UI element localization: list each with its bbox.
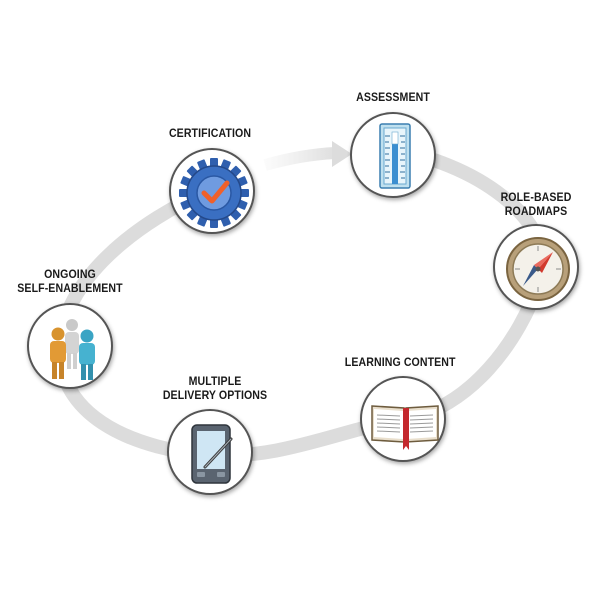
stage-label-line: ROLE-BASED — [500, 192, 572, 204]
open-book-icon — [371, 405, 439, 450]
tablet-stylus-icon — [191, 424, 233, 484]
stage-node-roadmaps — [493, 224, 579, 310]
stage-label-line: CERTIFICATION — [168, 128, 252, 140]
stage-node-assessment — [350, 112, 436, 198]
stage-node-delivery — [167, 409, 253, 495]
stage-label-learning: LEARNING CONTENT — [344, 356, 456, 370]
gear-checkmark-icon — [179, 158, 249, 228]
stage-label-line: ONGOING — [44, 269, 96, 281]
stage-label-enablement: ONGOING SELF-ENABLEMENT — [13, 268, 127, 296]
thermometer-icon — [379, 123, 411, 189]
stage-node-learning — [360, 376, 446, 462]
stage-label-line: MULTIPLE — [188, 376, 242, 388]
cycle-path — [52, 143, 550, 463]
people-group-icon — [50, 319, 95, 380]
stage-label-line: DELIVERY OPTIONS — [162, 390, 268, 402]
stage-label-line: ASSESSMENT — [356, 92, 430, 104]
stage-label-line: SELF-ENABLEMENT — [17, 283, 123, 295]
stage-label-delivery: MULTIPLE DELIVERY OPTIONS — [160, 375, 270, 403]
stage-node-enablement — [27, 303, 113, 389]
cycle-arrow-head — [332, 141, 352, 167]
stage-label-certification: CERTIFICATION — [162, 127, 258, 141]
stage-node-certification — [169, 148, 255, 234]
stage-label-assessment: ASSESSMENT — [347, 91, 439, 105]
stage-label-line: LEARNING CONTENT — [344, 357, 456, 369]
stage-label-roadmaps: ROLE-BASED ROADMAPS — [490, 191, 582, 219]
compass-icon — [506, 237, 570, 301]
cycle-arrow-shaft — [263, 147, 336, 171]
stage-label-line: ROADMAPS — [504, 206, 568, 218]
